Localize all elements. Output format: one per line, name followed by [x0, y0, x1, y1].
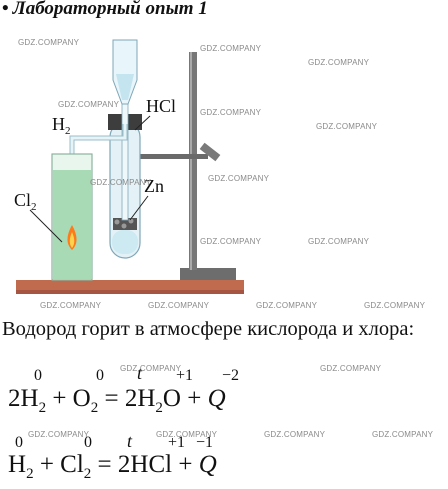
bullet: • [2, 0, 9, 19]
reaction-sentence: Водород горит в атмосфере кислорода и хл… [2, 318, 415, 340]
watermark: GDZ.COMPANY [18, 38, 80, 47]
watermark: GDZ.COMPANY [90, 178, 152, 187]
ox-h-reactant: 0 [34, 367, 42, 384]
funnel [112, 39, 138, 105]
equation-water: 2H2 + O2 = 2H2O + Q [8, 385, 226, 416]
watermark: GDZ.COMPANY [58, 100, 120, 109]
watermark: GDZ.COMPANY [308, 58, 370, 67]
ox-cl-product: −1 [196, 434, 214, 451]
stand-rod-highlight [190, 52, 192, 270]
watermark: GDZ.COMPANY [256, 301, 318, 310]
clamp-screw [199, 142, 221, 162]
watermark: GDZ.COMPANY [120, 364, 182, 373]
watermark: GDZ.COMPANY [364, 301, 426, 310]
watermark: GDZ.COMPANY [200, 44, 262, 53]
watermark: GDZ.COMPANY [264, 430, 326, 439]
heading-title: Лабораторный опыт 1 [12, 0, 208, 19]
table-edge [16, 290, 244, 294]
label-hcl: HCl [146, 96, 176, 116]
condition-t-2: t [127, 431, 133, 451]
table-top [16, 280, 244, 292]
watermark: GDZ.COMPANY [40, 301, 102, 310]
ox-o-reactant: 0 [96, 367, 104, 384]
stand-base [180, 268, 236, 280]
watermark: GDZ.COMPANY [28, 430, 90, 439]
ox-h-product-2: +1 [168, 434, 186, 451]
watermark: GDZ.COMPANY [316, 122, 378, 131]
clamp-arm [120, 154, 208, 159]
watermark: GDZ.COMPANY [320, 364, 382, 373]
watermark: GDZ.COMPANY [156, 430, 218, 439]
watermark: GDZ.COMPANY [148, 301, 210, 310]
watermark: GDZ.COMPANY [372, 430, 434, 439]
ox-h-product: +1 [176, 367, 194, 384]
label-h2: H2 [52, 114, 71, 137]
watermark: GDZ.COMPANY [208, 174, 270, 183]
ox-o-product: −2 [222, 367, 240, 384]
stand-rod [189, 52, 197, 270]
label-cl2: Cl2 [14, 190, 37, 213]
watermark: GDZ.COMPANY [200, 108, 262, 117]
watermark: GDZ.COMPANY [200, 237, 262, 246]
section-heading: •Лабораторный опыт 1 [2, 0, 208, 20]
lab-apparatus-diagram: HCl H2 Zn Cl2 [14, 39, 244, 294]
watermark: GDZ.COMPANY [308, 237, 370, 246]
chlorine-gas [53, 170, 91, 279]
equation-hcl: H2 + Cl2 = 2HCl + Q [8, 451, 217, 482]
condition-t: t [137, 363, 143, 383]
ox-cl-reactant: 0 [84, 434, 92, 451]
tube-acid [112, 230, 138, 254]
ox-h-reactant-2: 0 [15, 434, 23, 451]
label-zn: Zn [144, 176, 164, 196]
